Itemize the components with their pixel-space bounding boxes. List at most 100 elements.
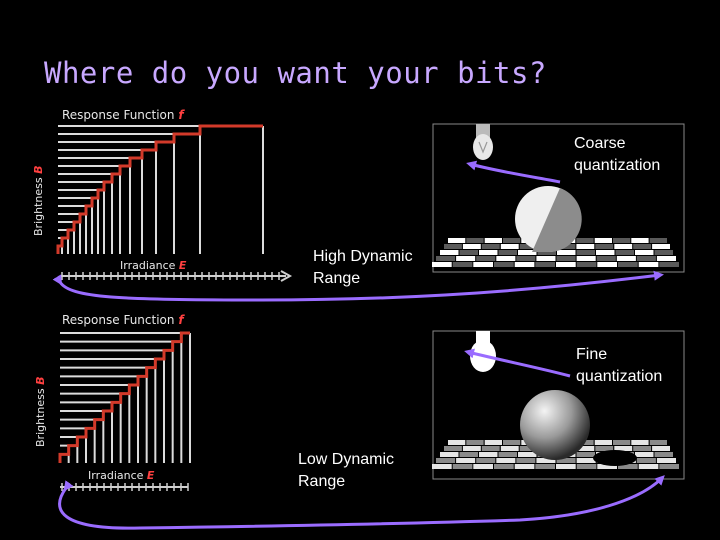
checker-tile <box>514 262 535 267</box>
fine-quantization-label: Fine quantization <box>576 344 662 388</box>
checker-tile <box>631 238 649 243</box>
checker-tile <box>537 250 556 255</box>
top-response-function-text: Response Function <box>62 108 175 122</box>
checker-tile <box>535 464 555 469</box>
top-irradiance-text: Irradiance <box>120 259 176 272</box>
checker-tile <box>496 458 516 463</box>
checker-tile <box>503 238 521 243</box>
coarse-quantization-line1: Coarse <box>574 135 626 152</box>
checker-tile <box>652 446 670 451</box>
checker-tile <box>616 256 636 261</box>
checker-tile <box>576 244 595 249</box>
checker-tile <box>656 458 676 463</box>
top-bulb-base <box>476 124 490 138</box>
checker-tile <box>494 262 514 267</box>
top-response-graph <box>56 124 293 282</box>
top-sphere-shade <box>532 188 582 253</box>
checker-tile <box>496 256 516 261</box>
checker-tile <box>432 262 452 267</box>
top-bulb-filament <box>478 141 488 154</box>
checker-tile <box>615 250 634 255</box>
checker-tile <box>576 250 595 255</box>
checker-tile <box>440 452 459 457</box>
bottom-graph-background <box>60 333 190 463</box>
checker-tile <box>456 458 476 463</box>
bottom-checker-floor <box>432 440 679 469</box>
checker-tile <box>613 238 631 243</box>
checker-tile <box>633 446 652 451</box>
checker-tile <box>597 464 617 469</box>
bottom-response-function-symbol: f <box>178 313 184 327</box>
checker-tile <box>514 464 535 469</box>
checker-tile <box>536 458 556 463</box>
checker-tile <box>432 464 452 469</box>
checker-tile <box>481 446 500 451</box>
checker-tile <box>484 238 502 243</box>
checker-tile <box>576 256 596 261</box>
checker-tile <box>659 262 679 267</box>
top-irradiance-symbol: E <box>178 259 187 272</box>
checker-tile <box>452 262 473 267</box>
checker-tile <box>500 446 519 451</box>
bottom-response-function-label: Response Function f <box>62 313 184 327</box>
checker-tile <box>484 440 502 445</box>
checker-tile <box>556 256 576 261</box>
checker-tile <box>479 452 498 457</box>
checker-tile <box>448 238 466 243</box>
checker-tile <box>576 458 596 463</box>
checker-tile <box>500 244 519 249</box>
checker-tile <box>518 452 537 457</box>
low-dynamic-range-line1: Low Dynamic <box>298 451 395 468</box>
checker-tile <box>462 244 481 249</box>
checker-tile <box>618 262 638 267</box>
checker-tile <box>594 238 612 243</box>
bottom-response-function-text: Response Function <box>62 313 175 327</box>
checker-tile <box>556 464 576 469</box>
top-response-function-symbol: f <box>178 108 184 122</box>
checker-tile <box>638 464 659 469</box>
checker-tile <box>635 452 654 457</box>
checker-tile <box>595 244 614 249</box>
bottom-response-curve <box>58 331 190 463</box>
checker-tile <box>649 440 667 445</box>
checker-tile <box>654 250 673 255</box>
checker-tile <box>459 250 478 255</box>
checker-tile <box>456 256 476 261</box>
checker-tile <box>476 458 496 463</box>
checker-tile <box>594 440 612 445</box>
checker-tile <box>519 244 538 249</box>
checker-tile <box>459 452 478 457</box>
checker-tile <box>613 440 631 445</box>
checker-tile <box>498 250 517 255</box>
bottom-range-arrow <box>58 475 665 530</box>
checker-tile <box>614 244 633 249</box>
checker-tile <box>638 262 659 267</box>
checker-tile <box>556 458 576 463</box>
checker-tile <box>556 262 576 267</box>
checker-tile <box>436 256 456 261</box>
top-irradiance-axis-label: Irradiance E <box>118 259 189 272</box>
page-title: Where do you want your bits? <box>44 56 547 90</box>
checker-tile <box>498 452 517 457</box>
checker-tile <box>473 464 493 469</box>
checker-tile <box>635 250 654 255</box>
checker-tile <box>481 244 500 249</box>
checker-tile <box>636 458 656 463</box>
checker-tile <box>618 464 638 469</box>
coarse-quantization-label: Coarse quantization <box>574 133 660 177</box>
bottom-sphere-shadow <box>593 450 637 466</box>
connector-arrows <box>52 160 665 530</box>
checker-tile <box>576 464 597 469</box>
checker-tile <box>576 446 595 451</box>
checker-tile <box>536 256 556 261</box>
checker-tile <box>494 464 514 469</box>
checker-tile <box>576 452 595 457</box>
checker-tile <box>596 250 615 255</box>
checker-tile <box>503 440 521 445</box>
bottom-response-graph <box>58 331 191 491</box>
top-range-arrow <box>52 270 664 302</box>
checker-tile <box>452 464 473 469</box>
top-response-function-label: Response Function f <box>62 108 184 122</box>
checker-tile <box>476 256 496 261</box>
